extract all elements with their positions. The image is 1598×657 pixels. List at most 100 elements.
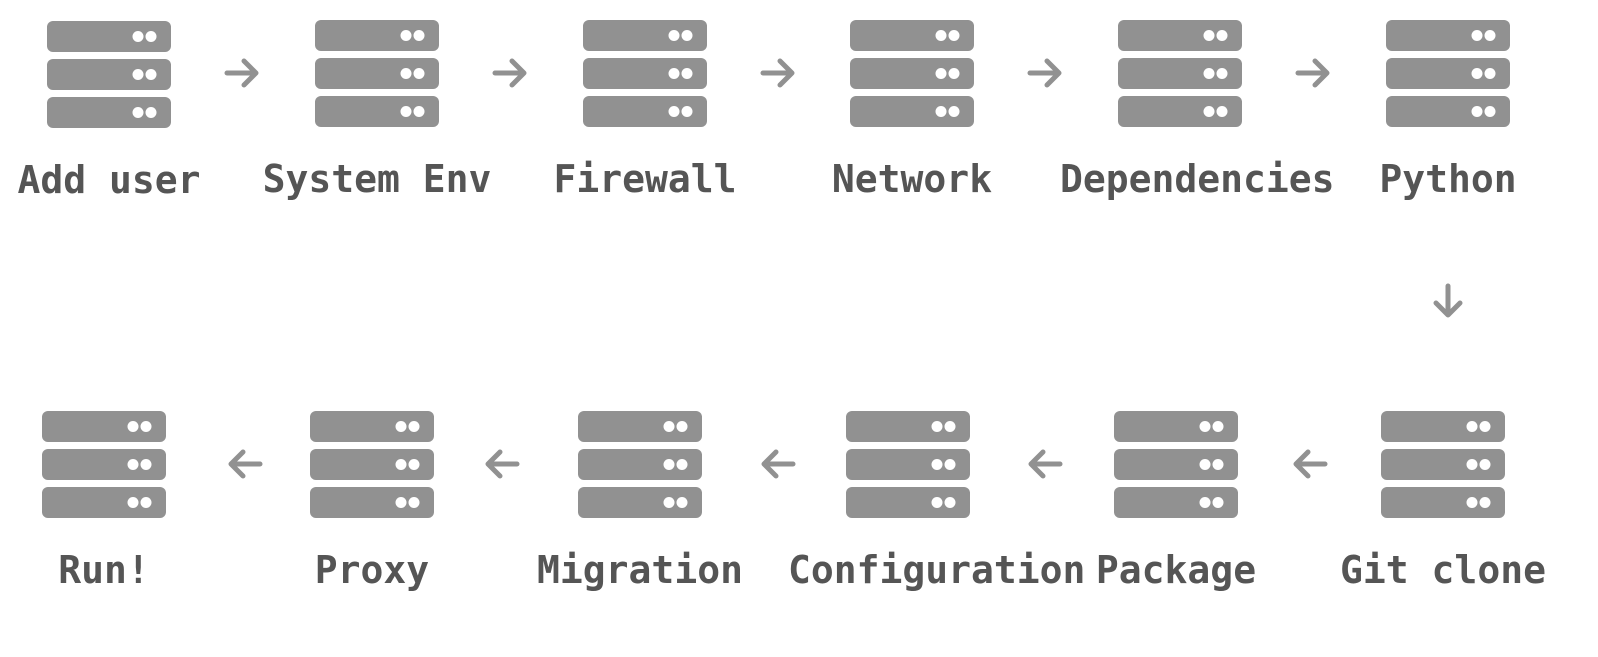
arrow-left-icon <box>1293 449 1328 479</box>
server-unit <box>583 20 707 51</box>
server-led <box>1216 30 1228 41</box>
server-led <box>668 68 680 79</box>
server-led <box>1466 459 1478 470</box>
server-unit <box>310 411 434 442</box>
server-unit <box>578 411 702 442</box>
server-icon <box>1381 411 1505 518</box>
server-unit <box>47 59 171 90</box>
step-label: Proxy <box>314 548 430 592</box>
server-unit <box>1118 58 1242 89</box>
server-led <box>145 107 157 118</box>
server-icon <box>583 20 707 127</box>
step-label: Migration <box>537 548 743 592</box>
arrow-head <box>1312 58 1330 88</box>
server-led <box>1199 421 1211 432</box>
server-led <box>948 68 960 79</box>
server-led <box>127 459 139 470</box>
server-unit <box>1114 487 1238 518</box>
arrow-head <box>509 58 527 88</box>
server-unit <box>1381 411 1505 442</box>
arrow-right-icon <box>1295 58 1330 88</box>
server-led <box>132 69 144 80</box>
server-led <box>681 30 693 41</box>
arrow-head <box>485 449 503 479</box>
server-led <box>1484 68 1496 79</box>
server-unit <box>1381 449 1505 480</box>
server-led <box>395 497 407 508</box>
server-led <box>413 68 425 79</box>
arrow-head <box>761 449 779 479</box>
step-proxy: Proxy <box>252 410 492 610</box>
server-led <box>681 68 693 79</box>
server-unit <box>315 58 439 89</box>
server-led <box>132 107 144 118</box>
server-icon <box>42 411 166 518</box>
step-label: Python <box>1379 157 1517 201</box>
server-led <box>931 421 943 432</box>
server-led <box>663 459 675 470</box>
server-unit <box>315 20 439 51</box>
server-led <box>408 421 420 432</box>
arrow-right-icon <box>492 58 527 88</box>
server-icon <box>1118 20 1242 127</box>
server-led <box>145 69 157 80</box>
server-led <box>1203 106 1215 117</box>
step-firewall: Firewall <box>525 19 765 219</box>
server-led <box>1479 497 1491 508</box>
step-label: Configuration <box>788 548 1086 592</box>
arrow-left-icon <box>761 449 796 479</box>
server-led <box>681 106 693 117</box>
server-led <box>127 497 139 508</box>
server-led <box>935 106 947 117</box>
server-unit <box>583 58 707 89</box>
step-label: System Env <box>262 157 492 201</box>
server-led <box>931 459 943 470</box>
server-led <box>140 459 152 470</box>
arrow-right-icon <box>1027 58 1062 88</box>
server-led <box>1466 421 1478 432</box>
server-led <box>1212 497 1224 508</box>
server-led <box>948 30 960 41</box>
server-led <box>944 497 956 508</box>
step-add-user: Add user <box>0 20 229 220</box>
server-led <box>1471 30 1483 41</box>
server-led <box>676 421 688 432</box>
server-unit <box>47 97 171 128</box>
arrow-right-icon <box>224 58 259 88</box>
arrow-head <box>777 58 795 88</box>
server-led <box>408 459 420 470</box>
arrow-left-icon <box>228 449 263 479</box>
server-led <box>944 459 956 470</box>
server-icon <box>850 20 974 127</box>
server-unit <box>1386 96 1510 127</box>
server-led <box>140 497 152 508</box>
server-led <box>127 421 139 432</box>
server-led <box>400 106 412 117</box>
server-unit <box>42 487 166 518</box>
server-unit <box>42 449 166 480</box>
server-unit <box>846 411 970 442</box>
server-icon <box>1114 411 1238 518</box>
step-label: Network <box>831 157 993 201</box>
server-led <box>931 497 943 508</box>
server-unit <box>1381 487 1505 518</box>
server-led <box>676 459 688 470</box>
step-git-clone: Git clone <box>1323 410 1563 610</box>
server-icon <box>47 21 171 128</box>
server-unit <box>578 449 702 480</box>
server-unit <box>846 449 970 480</box>
server-unit <box>47 21 171 52</box>
server-led <box>935 30 947 41</box>
arrow-head <box>241 58 259 88</box>
server-led <box>395 421 407 432</box>
step-dependencies: Dependencies <box>1060 19 1335 219</box>
server-led <box>395 459 407 470</box>
arrow-head <box>228 449 246 479</box>
step-migration: Migration <box>520 410 760 610</box>
arrow-head <box>1028 449 1046 479</box>
server-led <box>1203 68 1215 79</box>
server-led <box>408 497 420 508</box>
arrow-left-icon <box>485 449 520 479</box>
step-label: Firewall <box>553 157 737 201</box>
server-led <box>1484 106 1496 117</box>
